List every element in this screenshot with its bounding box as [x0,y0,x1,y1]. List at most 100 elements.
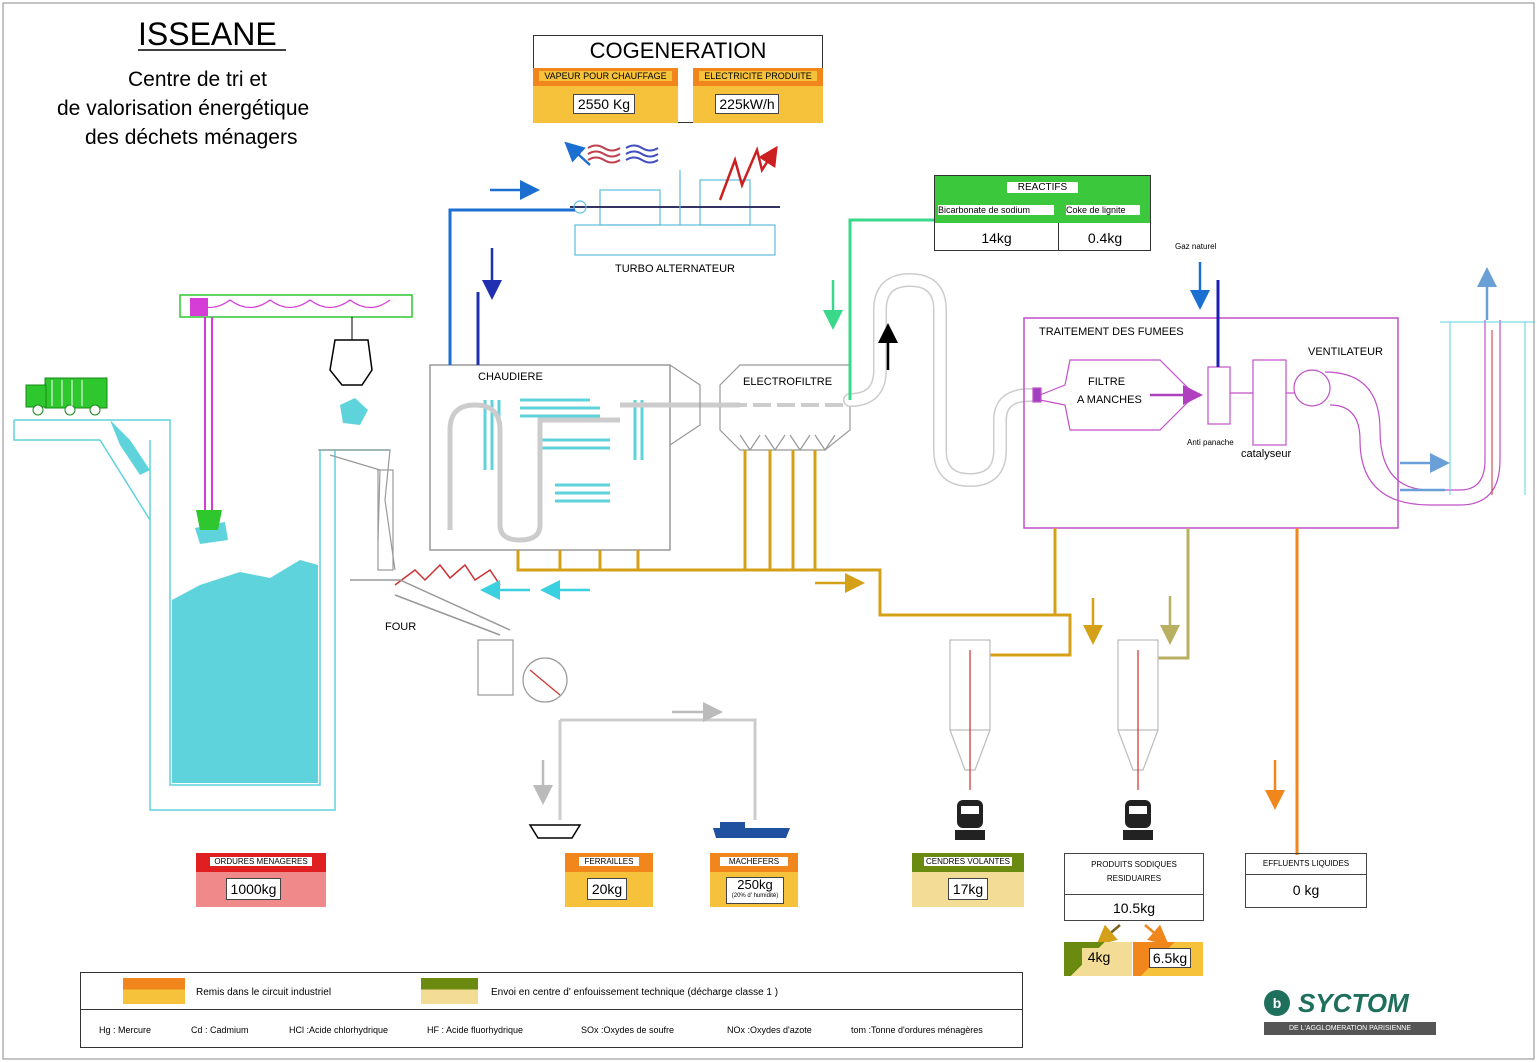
legend-abbr-hg: Hg : Mercure [99,1025,152,1035]
feed-hopper [318,449,396,571]
legend-abbr-nox: NOx :Oxydes d'azote [727,1025,812,1035]
syctom-logo-mark: b [1264,990,1290,1016]
ordures-value: 1000kg [226,878,281,900]
bag-filter [1032,359,1196,431]
treatment-box [1023,317,1399,529]
cendres-label: CENDRES VOLANTES [924,857,1012,866]
legend: Remis dans le circuit industriel Envoi e… [80,972,1023,1048]
residue-line [1158,528,1190,660]
furnace-grate [350,563,511,636]
legend-enfouissement: Envoi en centre d' enfouissement techniq… [491,987,779,998]
arrow-heat-out [564,141,591,166]
catalyseur-label: catalyseur [1241,448,1292,460]
produits-label-2: RESIDUAIRES [1106,874,1162,883]
flow-arrows [480,141,1497,946]
ordures-card: ORDURES MENAGERES 1000kg [196,853,326,907]
cendres-card: CENDRES VOLANTES 17kg [912,853,1024,907]
boiler-tubes [483,398,644,503]
truck-cendres-icon [955,800,985,840]
truck-produits-icon [1123,800,1153,840]
four-label: FOUR [385,621,417,633]
silo-produits [1117,639,1159,790]
gaz-label: Gaz naturel [1175,242,1217,251]
ash-extractor [477,639,568,703]
electrofiltre-label: ELECTROFILTRE [743,376,833,388]
catalyst-unit [1252,359,1287,446]
legend-abbr-hcl: HCl :Acide chlorhydrique [289,1025,389,1035]
arrow-split-b [1144,924,1169,946]
fan [1230,369,1331,407]
legend-abbr-sox: SOx :Oxydes de soufre [581,1025,675,1035]
silo-cendres [949,639,991,790]
cogeneration-title: COGENERATION [589,38,767,63]
chaudiere-label: CHAUDIERE [478,371,543,383]
ventilateur-label: VENTILATEUR [1308,346,1383,358]
barge-icon [713,822,790,838]
garbage-truck-icon [25,377,108,416]
anti-panache-unit [1207,366,1231,425]
reagent-line [848,218,935,400]
bicarbonate-value: 14kg [981,230,1012,246]
electricite-card: ELECTRICITE PRODUITE 225kW/h [693,68,823,123]
machefers-card: MACHEFERS 250kg (20% d' humidité) [710,853,798,907]
filtre-label-2: A MANCHES [1077,394,1142,406]
dumped-waste [110,420,150,475]
reactifs-box: REACTIFS Bicarbonate de sodium Coke de l… [934,175,1151,251]
filtre-label-1: FILTRE [1088,376,1126,388]
electricite-label: ELECTRICITE PRODUITE [699,71,817,81]
syctom-logo-name: SYCTOM [1298,988,1409,1018]
syctom-logo-tagline: DE L'AGGLOMERATION PARISIENNE [1264,1022,1436,1035]
subtitle-line-3: des déchets ménagers [85,126,298,149]
legend-abbr-tom: tom :Tonne d'ordures ménagères [851,1025,983,1035]
effluents-label: EFFLUENTS LIQUIDES [1262,859,1350,868]
turbo-label: TURBO ALTERNATEUR [615,263,735,275]
coke-value: 0.4kg [1087,230,1123,246]
vapeur-label: VAPEUR POUR CHAUFFAGE [539,71,672,81]
machefers-value-text: 250kg [737,877,773,892]
waste-pile [172,560,318,783]
overhead-crane [179,294,413,530]
ferrailles-card: FERRAILLES 20kg [565,853,653,907]
legend-abbr-hf: HF : Acide fluorhydrique [427,1025,524,1035]
subtitle-line-1: Centre de tri et [128,68,267,91]
steam-line [448,208,575,365]
legend-abbr-cd: Cd : Cadmium [191,1025,249,1035]
vapeur-card: VAPEUR POUR CHAUFFAGE 2550 Kg [533,68,678,123]
produits-split-b: 6.5kg [1133,942,1203,976]
skip-icon [528,824,582,839]
syctom-logo: b SYCTOM DE L'AGGLOMERATION PARISIENNE [1262,988,1442,1038]
produits-split-a-value: 4kg [1082,948,1116,968]
produits-card: PRODUITS SODIQUES RESIDUAIRES 10.5kg [1064,853,1204,921]
reactifs-title: REACTIFS [1007,182,1078,193]
ferrailles-value: 20kg [587,878,627,900]
heat-wave-icon [587,144,659,164]
ash-lines [516,450,1072,657]
ferrailles-label: FERRAILLES [579,857,639,866]
machefers-note: (20% d' humidité) [731,893,779,899]
electricite-value: 225kW/h [715,94,779,114]
effluents-value: 0 kg [1292,882,1320,898]
bicarbonate-label: Bicarbonate de sodium [938,205,1054,215]
turbo-alternator [570,170,780,256]
machefer-line [558,718,757,820]
boiler-box [429,364,671,551]
anti-panache-label: Anti panache [1187,438,1234,447]
page-title: ISSEANE [138,16,277,52]
traitement-label: TRAITEMENT DES FUMEES [1039,326,1184,338]
machefers-label: MACHEFERS [720,857,788,866]
produits-split-b-value: 6.5kg [1149,948,1191,968]
cendres-value: 17kg [948,878,988,900]
chimney [1440,321,1535,495]
machefers-value: 250kg (20% d' humidité) [726,877,784,904]
arrow-split-a [1096,924,1121,946]
legend-swatch-industriel [123,978,185,1004]
coke-label: Coke de lignite [1066,205,1140,215]
boiler-flue-path [447,402,620,543]
produits-split-a: 4kg [1064,942,1132,976]
grab-load [340,398,368,425]
legend-swatch-enfouissement [421,978,478,1004]
vapeur-value: 2550 Kg [573,94,635,114]
legend-industriel: Remis dans le circuit industriel [196,987,332,998]
